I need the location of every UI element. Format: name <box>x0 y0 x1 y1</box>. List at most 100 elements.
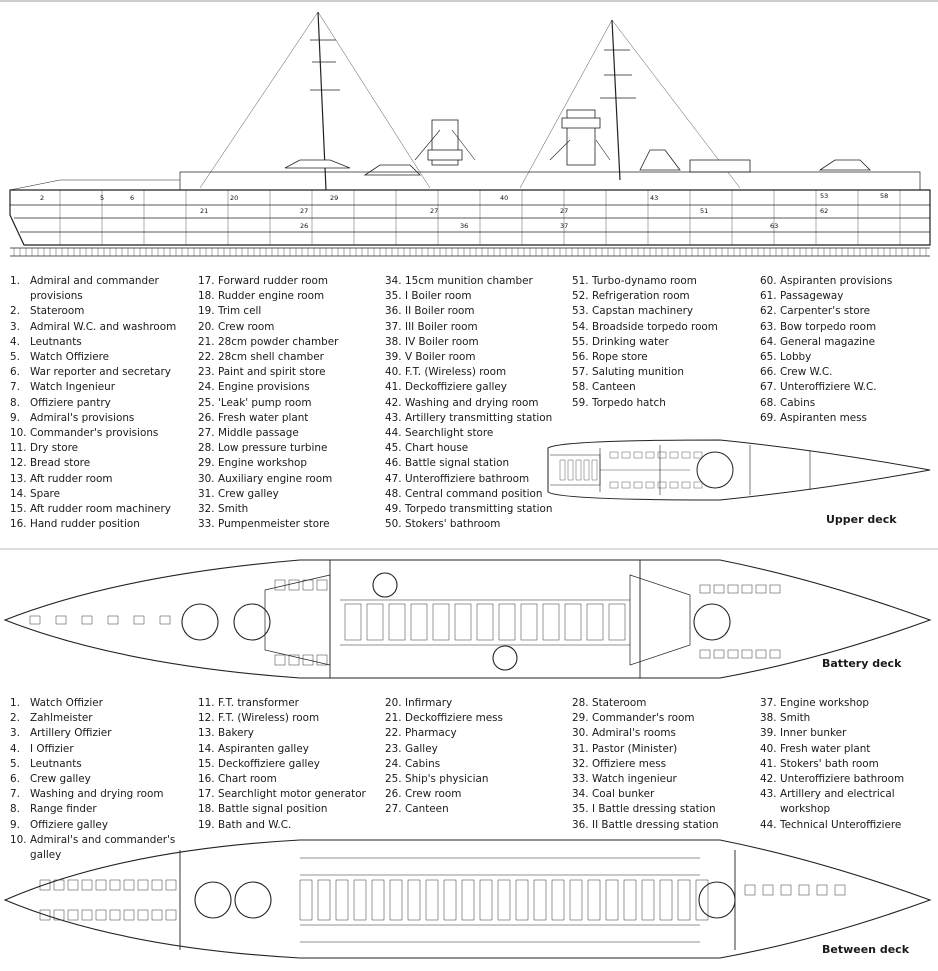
legend-item: 2.Zahlmeister <box>10 711 180 726</box>
profile-room-number: 27 <box>430 207 438 215</box>
cabin <box>81 909 93 921</box>
legend-label: Smith <box>218 503 249 516</box>
legend-number: 68. <box>760 396 777 409</box>
legend-label: Stateroom <box>592 697 647 709</box>
legend-number: 7. <box>10 788 20 801</box>
legend-number: 27. <box>385 803 402 816</box>
fitting <box>159 615 171 625</box>
upper-deck-details <box>559 451 703 489</box>
legend-number: 3. <box>10 727 20 740</box>
legend-item: 24.Engine provisions <box>198 380 378 395</box>
legend-label: Engine workshop <box>780 697 870 709</box>
fitting <box>657 481 667 489</box>
legend-label: Broadside torpedo room <box>592 320 718 333</box>
fitting <box>669 451 679 459</box>
legend-number: 43. <box>760 788 777 801</box>
legend-item: 49.Torpedo transmitting station <box>385 502 570 517</box>
cabin <box>699 649 711 659</box>
legend-number: 56. <box>572 351 589 364</box>
legend-item: 4.Leutnants <box>10 335 190 350</box>
legend-label: Leutnants <box>30 757 82 770</box>
legend-label: Passageway <box>780 290 844 303</box>
legend-item: 22.28cm shell chamber <box>198 350 378 365</box>
legend-label: Auxiliary engine room <box>218 472 333 485</box>
legend-label: F.T. transformer <box>218 697 299 709</box>
fitting <box>633 451 643 459</box>
fitting <box>583 459 590 481</box>
legend-label: Aspiranten galley <box>218 742 309 755</box>
legend-label: Crew galley <box>218 487 279 500</box>
cabin <box>316 579 328 591</box>
legend-label: I Boiler room <box>405 290 472 303</box>
legend-label: Battle signal position <box>218 803 328 816</box>
legend-number: 35. <box>572 803 589 816</box>
upper-deck-plan <box>547 439 931 501</box>
between-deck-details <box>39 879 846 921</box>
legend-label: Middle passage <box>218 427 299 440</box>
legend-label: Stateroom <box>30 305 85 318</box>
compartment <box>605 879 619 921</box>
legend-item: 9.Admiral's provisions <box>10 411 190 426</box>
legend-number: 13. <box>10 472 27 485</box>
cabin <box>727 584 739 594</box>
legend-item: 4.I Offizier <box>10 742 180 757</box>
legend-number: 41. <box>760 757 777 770</box>
legend-number: 20. <box>385 697 402 709</box>
cabin <box>109 879 121 891</box>
cabin <box>165 879 177 891</box>
cabin <box>67 909 79 921</box>
legend-number: 29. <box>198 457 215 470</box>
legend-number: 64. <box>760 335 777 348</box>
compartment <box>335 879 349 921</box>
legend-label: Watch ingenieur <box>592 773 677 786</box>
legend-number: 29. <box>572 712 589 725</box>
legend-number: 2. <box>10 305 20 318</box>
legend-label: Rope store <box>592 351 648 364</box>
legend-label: Washing and drying room <box>405 396 539 409</box>
legend-number: 42. <box>760 773 777 786</box>
compartment <box>425 879 439 921</box>
legend-item: 39.Inner bunker <box>760 726 935 741</box>
legend-number: 8. <box>10 396 20 409</box>
legend-item: 64.General magazine <box>760 335 935 350</box>
legend-item: 11.F.T. transformer <box>198 696 378 711</box>
cabin <box>834 884 846 896</box>
legend-item: 27.Canteen <box>385 802 565 817</box>
legend-item: 26.Crew room <box>385 787 565 802</box>
legend-number: 39. <box>385 351 402 364</box>
legend-number: 6. <box>10 366 20 379</box>
legend-number: 5. <box>10 757 20 770</box>
legend-number: 57. <box>572 366 589 379</box>
legend-number: 38. <box>385 335 402 348</box>
legend-label: Rudder engine room <box>218 290 325 303</box>
legend-label: Chart house <box>405 442 469 455</box>
legend-label: Offiziere galley <box>30 818 108 831</box>
legend-number: 25. <box>385 773 402 786</box>
cabin <box>39 909 51 921</box>
legend-item: 26.Fresh water plant <box>198 411 378 426</box>
cabin <box>151 909 163 921</box>
legend-number: 32. <box>198 503 215 516</box>
legend-label: Drinking water <box>592 335 669 348</box>
fitting <box>693 451 703 459</box>
legend-number: 33. <box>572 773 589 786</box>
legend-label: Battle signal station <box>405 457 510 470</box>
legend-number: 54. <box>572 320 589 333</box>
legend-number: 59. <box>572 396 589 409</box>
legend-item: 24.Cabins <box>385 757 565 772</box>
legend-label: I Offizier <box>30 742 74 755</box>
compartment <box>677 879 691 921</box>
legend-number: 65. <box>760 351 777 364</box>
legend-label: Ship's physician <box>405 773 489 786</box>
upper-deck-caption: Upper deck <box>826 513 897 526</box>
legend-label: Range finder <box>30 803 97 816</box>
compartment <box>623 879 637 921</box>
legend-item: 23.Paint and spirit store <box>198 365 378 380</box>
legend-number: 41. <box>385 381 402 394</box>
legend-number: 52. <box>572 290 589 303</box>
legend-number: 39. <box>760 727 777 740</box>
profile-room-number: 36 <box>460 222 468 230</box>
